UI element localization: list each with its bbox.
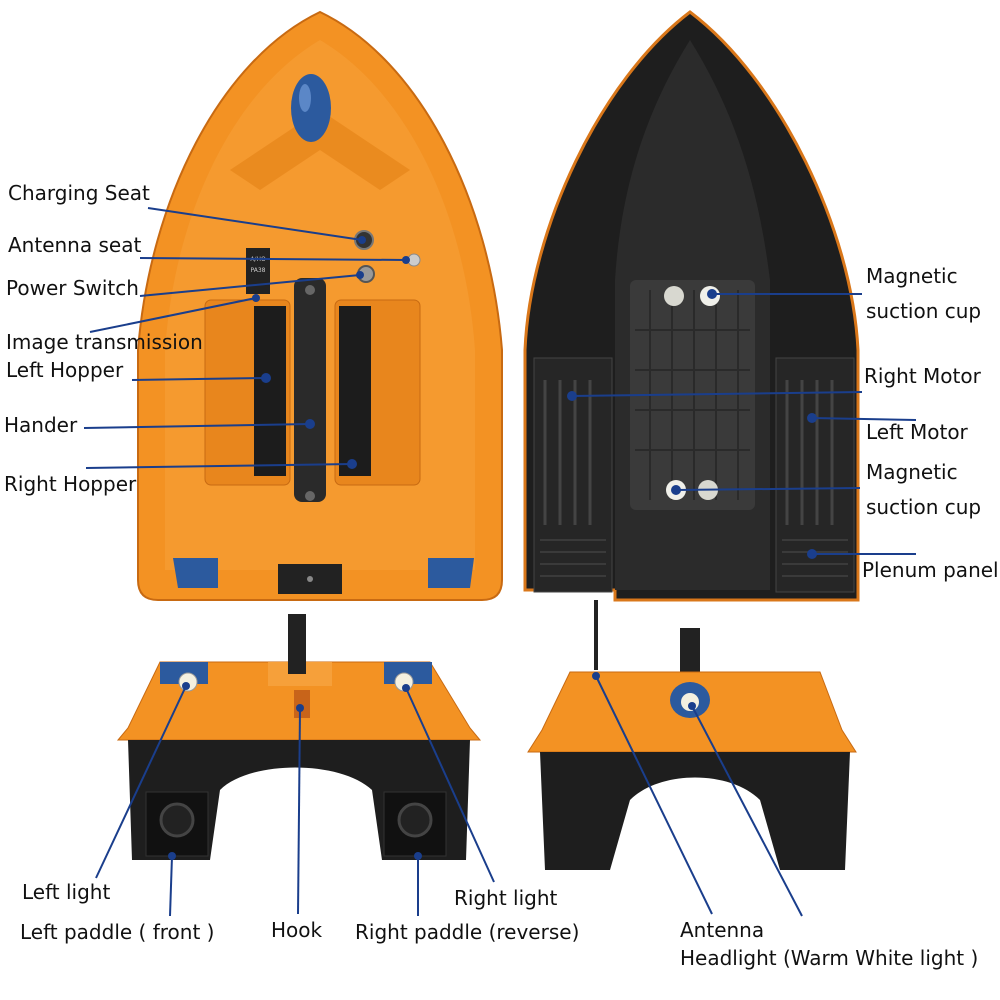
callout-antenna-seat — [139, 257, 407, 261]
label-hander: Hander — [4, 413, 78, 437]
label-magnetic-top-1: Magnetic — [866, 264, 958, 288]
callout-hander — [83, 423, 311, 429]
label-right-paddle: Right paddle (reverse) — [355, 920, 580, 944]
hook-mount — [294, 690, 310, 718]
label-hook: Hook — [271, 918, 323, 942]
callout-power-switch — [139, 274, 361, 297]
callout-right-motor — [571, 391, 863, 397]
callout-right-hopper — [85, 463, 353, 469]
label-left-motor: Left Motor — [866, 420, 968, 444]
label-magnetic-bottom-1: Magnetic — [866, 460, 958, 484]
callout-dots — [168, 236, 817, 860]
right-hopper — [339, 306, 371, 476]
label-antenna-seat: Antenna seat — [8, 233, 142, 257]
handle — [294, 278, 326, 502]
label-plenum-panel: Plenum panel — [862, 558, 999, 582]
label-headlight: Headlight (Warm White light ) — [680, 946, 979, 970]
callout-antenna — [595, 675, 713, 915]
rear-handle-post — [288, 614, 306, 674]
label-antenna: Antenna — [680, 918, 765, 942]
label-magnetic-top-2: suction cup — [866, 299, 982, 323]
callout-left-paddle — [169, 855, 173, 917]
callout-charging-seat — [147, 207, 363, 241]
label-image-transmission: Image transmission — [6, 330, 203, 354]
callout-left-hopper — [131, 377, 267, 381]
boat-bottom-view — [523, 10, 860, 602]
callout-hook — [297, 707, 301, 915]
switch-panel-text-2: PA38 — [251, 267, 266, 274]
callout-headlight — [691, 705, 803, 917]
label-right-light: Right light — [454, 886, 558, 910]
callout-image-transmission — [89, 297, 257, 333]
callout-left-motor — [811, 417, 917, 421]
label-left-light: Left light — [22, 880, 111, 904]
label-left-hopper: Left Hopper — [6, 358, 124, 382]
label-magnetic-bottom-2: suction cup — [866, 495, 982, 519]
callout-lines — [83, 207, 917, 917]
label-left-paddle: Left paddle ( front ) — [20, 920, 215, 944]
front-marker-blue — [291, 74, 331, 142]
label-charging-seat: Charging Seat — [8, 181, 150, 205]
boat-rear-view — [116, 614, 482, 860]
boat-top-view: A/HO PA38 — [137, 10, 503, 601]
callout-left-light — [95, 685, 187, 879]
label-power-switch: Power Switch — [6, 276, 139, 300]
left-hopper — [254, 306, 286, 476]
label-right-motor: Right Motor — [864, 364, 981, 388]
callout-right-light — [405, 687, 495, 883]
label-right-hopper: Right Hopper — [4, 472, 137, 496]
callout-magnetic-bottom — [675, 487, 861, 491]
suction-cup-top-1 — [664, 286, 684, 306]
boat-front-view — [527, 600, 857, 870]
